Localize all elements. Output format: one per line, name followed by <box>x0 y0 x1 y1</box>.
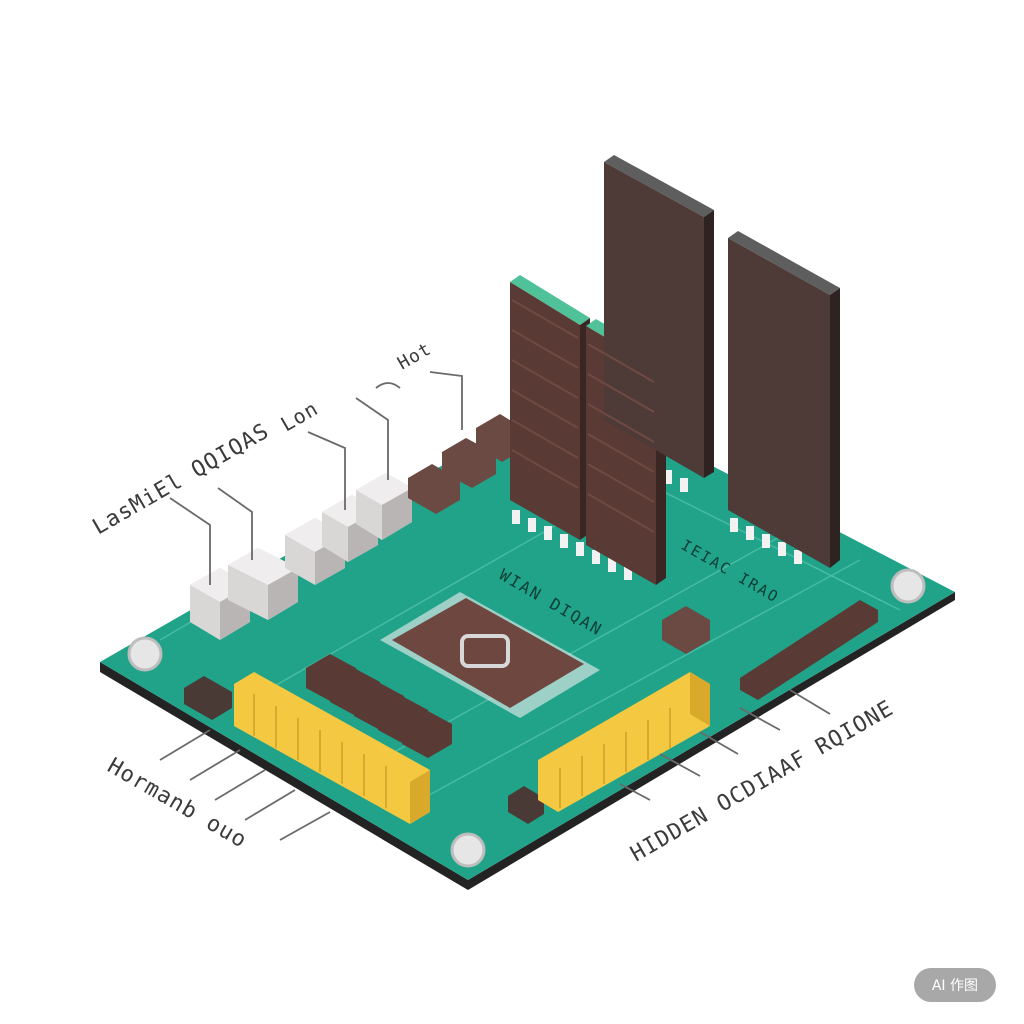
ram-slot-pins <box>512 470 802 580</box>
label-bottom-left: Hormanb ouo <box>103 754 251 854</box>
yellow-connector-right <box>538 672 710 812</box>
memory-chips <box>306 654 452 758</box>
ram-texture <box>511 299 655 533</box>
yellow-connector-left <box>234 672 430 824</box>
white-io-ports <box>190 473 412 640</box>
label-top-left-2: Lon <box>277 396 323 436</box>
ai-watermark-badge: AI 作图 <box>913 968 996 1002</box>
mount-hole <box>890 568 926 604</box>
label-top-left-1: LasMiEl QQIQAS <box>89 419 274 540</box>
cpu-chip <box>380 592 600 718</box>
ram-modules <box>510 155 840 585</box>
leader-lines <box>159 371 831 841</box>
mount-hole <box>127 636 163 672</box>
label-top-left-3: Hot <box>394 338 435 374</box>
mount-hole <box>450 832 486 868</box>
